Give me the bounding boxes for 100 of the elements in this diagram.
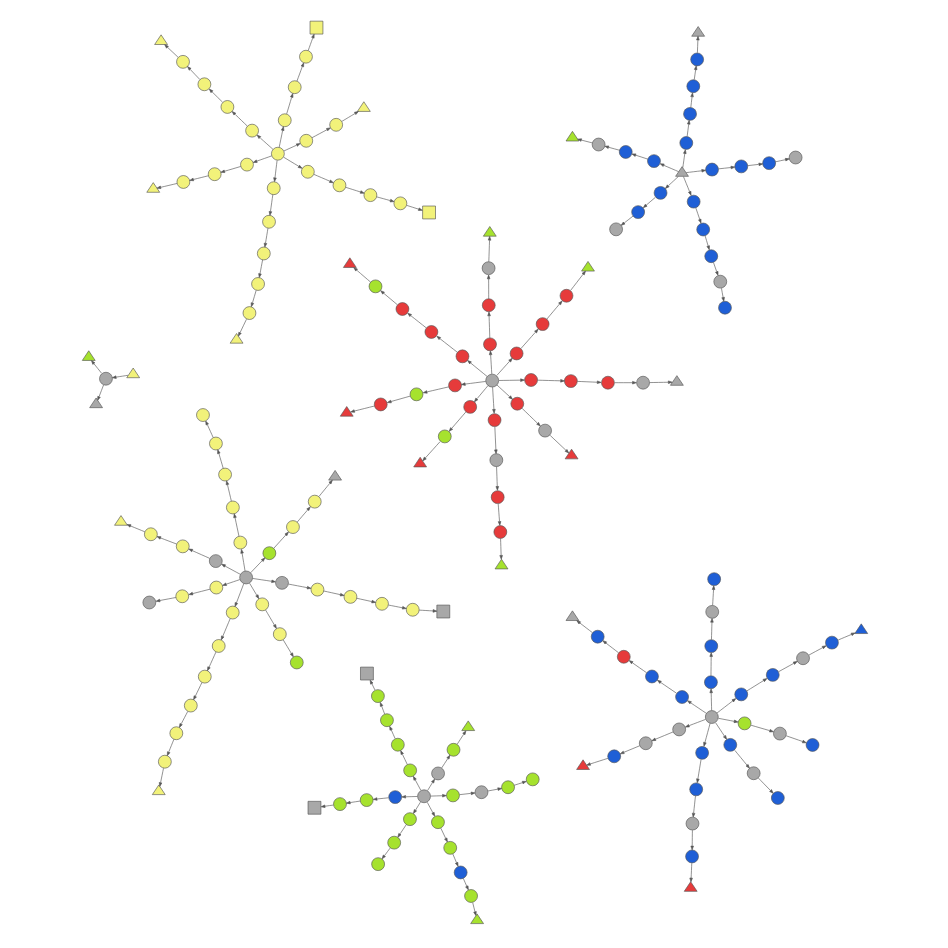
node-circle bbox=[685, 194, 700, 209]
arrow bbox=[187, 588, 210, 596]
arrow bbox=[710, 585, 715, 606]
node-circle bbox=[682, 107, 696, 121]
arrow bbox=[712, 262, 718, 276]
arrow bbox=[458, 791, 475, 795]
node-circle bbox=[256, 246, 270, 261]
node-circle bbox=[703, 639, 718, 653]
node-circle bbox=[646, 154, 660, 168]
arrow bbox=[219, 618, 230, 641]
arrow bbox=[548, 435, 569, 454]
arrow bbox=[486, 311, 490, 339]
node-circle bbox=[688, 782, 702, 797]
arrow bbox=[692, 65, 697, 81]
node-circle bbox=[374, 597, 388, 611]
arrow bbox=[451, 853, 458, 867]
arrow bbox=[287, 583, 311, 590]
arrow bbox=[435, 335, 457, 353]
arrow bbox=[125, 524, 145, 533]
node-circle bbox=[390, 737, 404, 752]
arrow bbox=[426, 778, 434, 791]
node-circle bbox=[238, 570, 252, 585]
arrow bbox=[417, 609, 437, 613]
arrow bbox=[689, 92, 693, 108]
node-circle bbox=[685, 79, 700, 93]
arrow bbox=[233, 583, 244, 607]
node-circle bbox=[447, 378, 461, 393]
node-circle bbox=[482, 337, 496, 352]
node-circle bbox=[298, 134, 312, 148]
arrow bbox=[486, 274, 490, 300]
node-circle bbox=[402, 812, 416, 826]
arrow bbox=[387, 604, 406, 610]
arrow bbox=[239, 549, 245, 572]
node-triangle bbox=[853, 623, 868, 634]
arrow bbox=[388, 726, 395, 739]
arrow bbox=[497, 378, 524, 382]
node-triangle bbox=[674, 166, 688, 177]
arrow bbox=[421, 441, 440, 462]
arrow bbox=[282, 156, 302, 169]
node-circle bbox=[239, 157, 253, 172]
node-circle bbox=[489, 490, 504, 504]
node-circle bbox=[217, 467, 231, 482]
node-circle bbox=[143, 527, 157, 542]
node-circle bbox=[787, 150, 802, 165]
arrow bbox=[206, 651, 216, 672]
node-triangle bbox=[580, 261, 594, 272]
node-circle bbox=[285, 520, 299, 534]
arrow bbox=[322, 590, 344, 597]
node-circle bbox=[704, 710, 718, 724]
arrow bbox=[658, 163, 678, 172]
node-box bbox=[308, 20, 323, 35]
node-circle bbox=[277, 113, 291, 128]
arrow bbox=[585, 758, 608, 766]
arrow bbox=[702, 722, 710, 747]
arrow bbox=[488, 350, 492, 375]
arrow bbox=[282, 143, 300, 152]
node-triangle bbox=[564, 610, 579, 621]
node-circle bbox=[704, 162, 718, 177]
node-triangle bbox=[493, 558, 508, 570]
node-circle bbox=[206, 167, 221, 181]
arrow bbox=[440, 754, 450, 769]
arrow bbox=[251, 155, 271, 163]
arrow bbox=[575, 620, 592, 633]
node-circle bbox=[445, 743, 460, 757]
node-circle bbox=[370, 689, 384, 703]
node-circle bbox=[402, 763, 416, 778]
arrow bbox=[685, 120, 690, 137]
node-circle bbox=[452, 865, 467, 880]
arrow bbox=[368, 679, 375, 691]
arrow bbox=[396, 824, 406, 838]
node-circle bbox=[703, 675, 717, 689]
arrow bbox=[714, 722, 726, 740]
node-circle bbox=[606, 749, 620, 764]
arrow bbox=[285, 93, 293, 115]
arrow bbox=[319, 804, 333, 808]
node-circle bbox=[362, 188, 377, 202]
node-circle bbox=[608, 222, 622, 237]
arrow bbox=[545, 300, 562, 320]
arrow bbox=[204, 420, 213, 438]
node-circle bbox=[379, 713, 393, 727]
arrow bbox=[494, 466, 498, 491]
arrow bbox=[187, 548, 210, 559]
node-circle bbox=[684, 816, 699, 831]
arrow bbox=[272, 531, 288, 549]
arrow bbox=[498, 538, 502, 560]
arrow bbox=[784, 735, 806, 744]
arrow bbox=[745, 678, 767, 692]
arrow bbox=[757, 777, 773, 794]
node-circle bbox=[208, 436, 222, 451]
arrow bbox=[262, 227, 268, 248]
node-circle bbox=[272, 627, 286, 641]
node-circle bbox=[331, 178, 346, 193]
node-circle bbox=[210, 639, 225, 653]
arrow bbox=[178, 711, 188, 728]
node-circle bbox=[644, 669, 658, 684]
arrow bbox=[412, 801, 420, 814]
node-circle bbox=[736, 716, 751, 731]
node-circle bbox=[616, 650, 630, 664]
arrow bbox=[255, 134, 273, 150]
arrow bbox=[603, 145, 619, 151]
